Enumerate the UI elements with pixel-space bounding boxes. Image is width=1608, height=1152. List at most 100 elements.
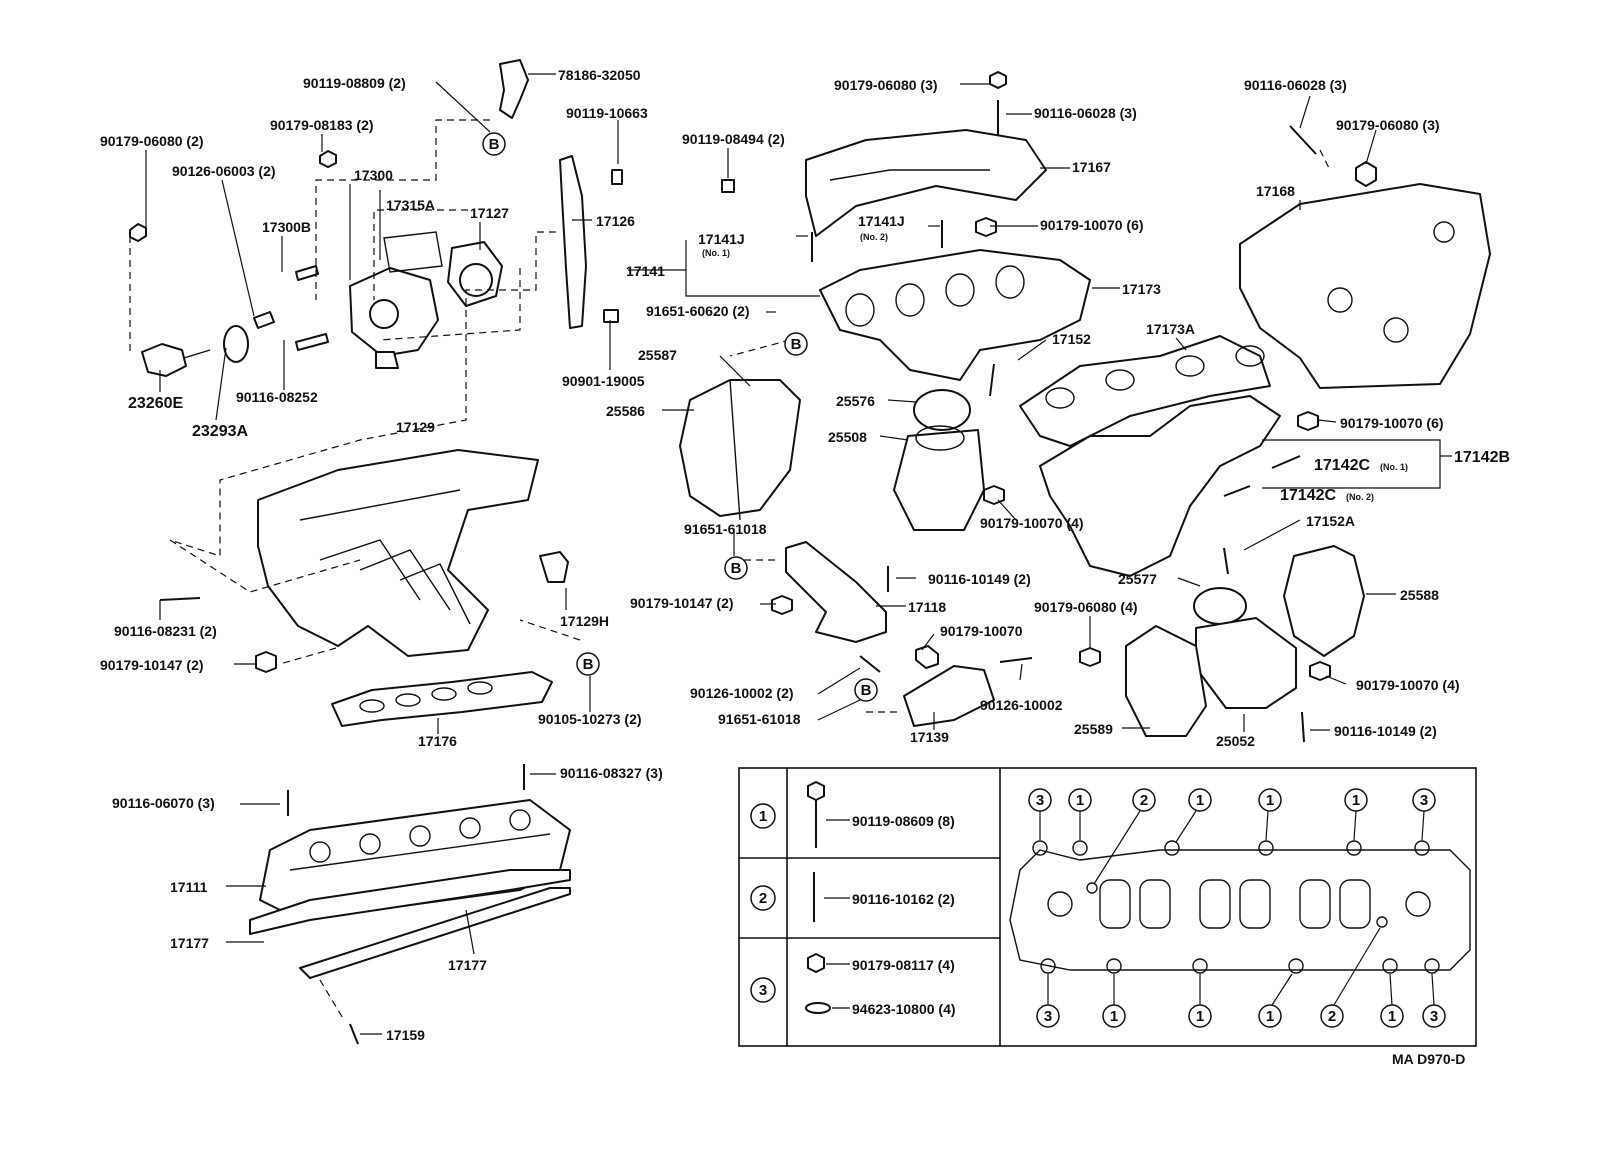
callout: 17315A: [386, 197, 435, 213]
callout: 17142C: [1280, 487, 1336, 504]
callout: 90179-08183 (2): [270, 117, 374, 133]
callout: 17126: [596, 213, 635, 229]
svg-text:3: 3: [1044, 1008, 1052, 1025]
ref-marker-b: B: [784, 332, 808, 356]
callout: 90116-08252: [236, 389, 318, 405]
svg-text:B: B: [791, 336, 802, 353]
callout: 17127: [470, 205, 509, 221]
callout: 91651-60620 (2): [646, 303, 750, 319]
bottom-seq-6: 1: [1380, 973, 1404, 1028]
callout: 78186-32050: [558, 67, 641, 83]
svg-text:B: B: [731, 560, 742, 577]
svg-text:2: 2: [1328, 1008, 1336, 1025]
ref-marker-b: B: [482, 132, 506, 156]
callout: 90179-06080 (3): [1336, 117, 1440, 133]
callout: 90116-08327 (3): [560, 765, 663, 781]
svg-text:1: 1: [1196, 792, 1204, 809]
callout: 90179-10070: [940, 623, 1023, 639]
svg-text:2: 2: [759, 890, 767, 907]
callout: 90119-10663: [566, 105, 648, 121]
callout: 17167: [1072, 159, 1111, 175]
callout-labels: 90119-08809 (2) 78186-32050 90179-06080 …: [100, 67, 1510, 1043]
callout: 17139: [910, 729, 949, 745]
callout: 91651-61018: [718, 711, 801, 727]
bottom-seq-3: 1: [1188, 974, 1212, 1028]
callout: 17142C: [1314, 457, 1370, 474]
callout: 25052: [1216, 733, 1255, 749]
top-seq-5: 1: [1258, 788, 1282, 841]
callout: 90116-06028 (3): [1034, 105, 1137, 121]
svg-text:1: 1: [759, 808, 767, 825]
callout: 90179-10147 (2): [100, 657, 204, 673]
svg-text:1: 1: [1388, 1008, 1396, 1025]
top-seq-2: 1: [1068, 788, 1092, 840]
callout: 17152: [1052, 331, 1091, 347]
ref-marker-b: B: [854, 678, 878, 702]
callout-sub: (No. 1): [1380, 462, 1408, 472]
callout: 17173A: [1146, 321, 1195, 337]
svg-text:1: 1: [1196, 1008, 1204, 1025]
top-seq-7: 3: [1412, 788, 1436, 841]
callout: 17141: [626, 263, 665, 279]
svg-text:90179-08117 (4): 90179-08117 (4): [852, 957, 955, 973]
callout-sub: (No. 2): [1346, 492, 1374, 502]
dashed-assembly-lines: [129, 119, 1331, 1021]
svg-text:3: 3: [1420, 792, 1428, 809]
legend-row-1: 1 90119-08609 (8): [750, 781, 955, 848]
svg-text:94623-10800 (4): 94623-10800 (4): [852, 1001, 956, 1017]
callout: 90179-10070 (4): [980, 515, 1084, 531]
legend-row-3: 3 90179-08117 (4) 94623-10800 (4): [750, 953, 956, 1017]
callout: 90119-08809 (2): [303, 75, 406, 91]
top-seq-3: 2: [1093, 788, 1156, 885]
callout: 90116-06070 (3): [112, 795, 215, 811]
svg-text:90119-08609 (8): 90119-08609 (8): [852, 813, 955, 829]
callout: 90179-10070 (6): [1040, 217, 1144, 233]
svg-text:3: 3: [1036, 792, 1044, 809]
callout: 17142B: [1454, 449, 1510, 466]
callout: 17300B: [262, 219, 311, 235]
callout: 90901-19005: [562, 373, 645, 389]
callout: 17129H: [560, 613, 609, 629]
callout: 25577: [1118, 571, 1157, 587]
svg-text:B: B: [861, 682, 872, 699]
legend-row-2: 2 90116-10162 (2): [750, 872, 955, 922]
callout: 25586: [606, 403, 645, 419]
callout: 25576: [836, 393, 875, 409]
svg-text:1: 1: [1076, 792, 1084, 809]
ref-markers: B B B B B: [482, 132, 878, 702]
callout: 17141J: [698, 231, 745, 247]
top-seq-1: 3: [1028, 788, 1052, 840]
callout: 17111: [170, 879, 208, 895]
bottom-seq-4: 1: [1258, 973, 1293, 1028]
svg-text:1: 1: [1110, 1008, 1118, 1025]
bottom-seq-2: 1: [1102, 974, 1126, 1028]
svg-text:2: 2: [1140, 792, 1148, 809]
callout: 23293A: [192, 423, 248, 440]
fastener-legend-table: 1 90119-08609 (8) 2 90116-10162 (2) 3 90…: [738, 767, 1477, 1047]
callout: 17300: [354, 167, 393, 183]
callout: 25508: [828, 429, 867, 445]
callout-sub: (No. 1): [702, 248, 730, 258]
callout: 17177: [448, 957, 487, 973]
callout: 23260E: [128, 395, 183, 412]
callout: 90105-10273 (2): [538, 711, 642, 727]
ref-marker-b: B: [724, 556, 748, 580]
svg-text:1: 1: [1352, 792, 1360, 809]
leader-lines: [145, 73, 1452, 1035]
callout: 90116-10149 (2): [928, 571, 1031, 587]
callout: 17152A: [1306, 513, 1355, 529]
callout: 17168: [1256, 183, 1295, 199]
part-shapes: [129, 59, 1491, 1045]
gasket-bolt-pattern: 3 1 2 1 1 1 3 3 1 1 1 2 1 3: [1009, 788, 1471, 1028]
callout: 90179-10070 (6): [1340, 415, 1444, 431]
svg-text:1: 1: [1266, 1008, 1274, 1025]
callout: 90179-06080 (2): [100, 133, 204, 149]
bottom-seq-5: 2: [1320, 927, 1381, 1028]
callout: 90179-06080 (3): [834, 77, 938, 93]
svg-text:B: B: [583, 656, 594, 673]
callout: 17177: [170, 935, 209, 951]
callout: 90179-10070 (4): [1356, 677, 1460, 693]
bottom-seq-7: 3: [1422, 973, 1446, 1028]
callout: 90126-10002 (2): [690, 685, 794, 701]
